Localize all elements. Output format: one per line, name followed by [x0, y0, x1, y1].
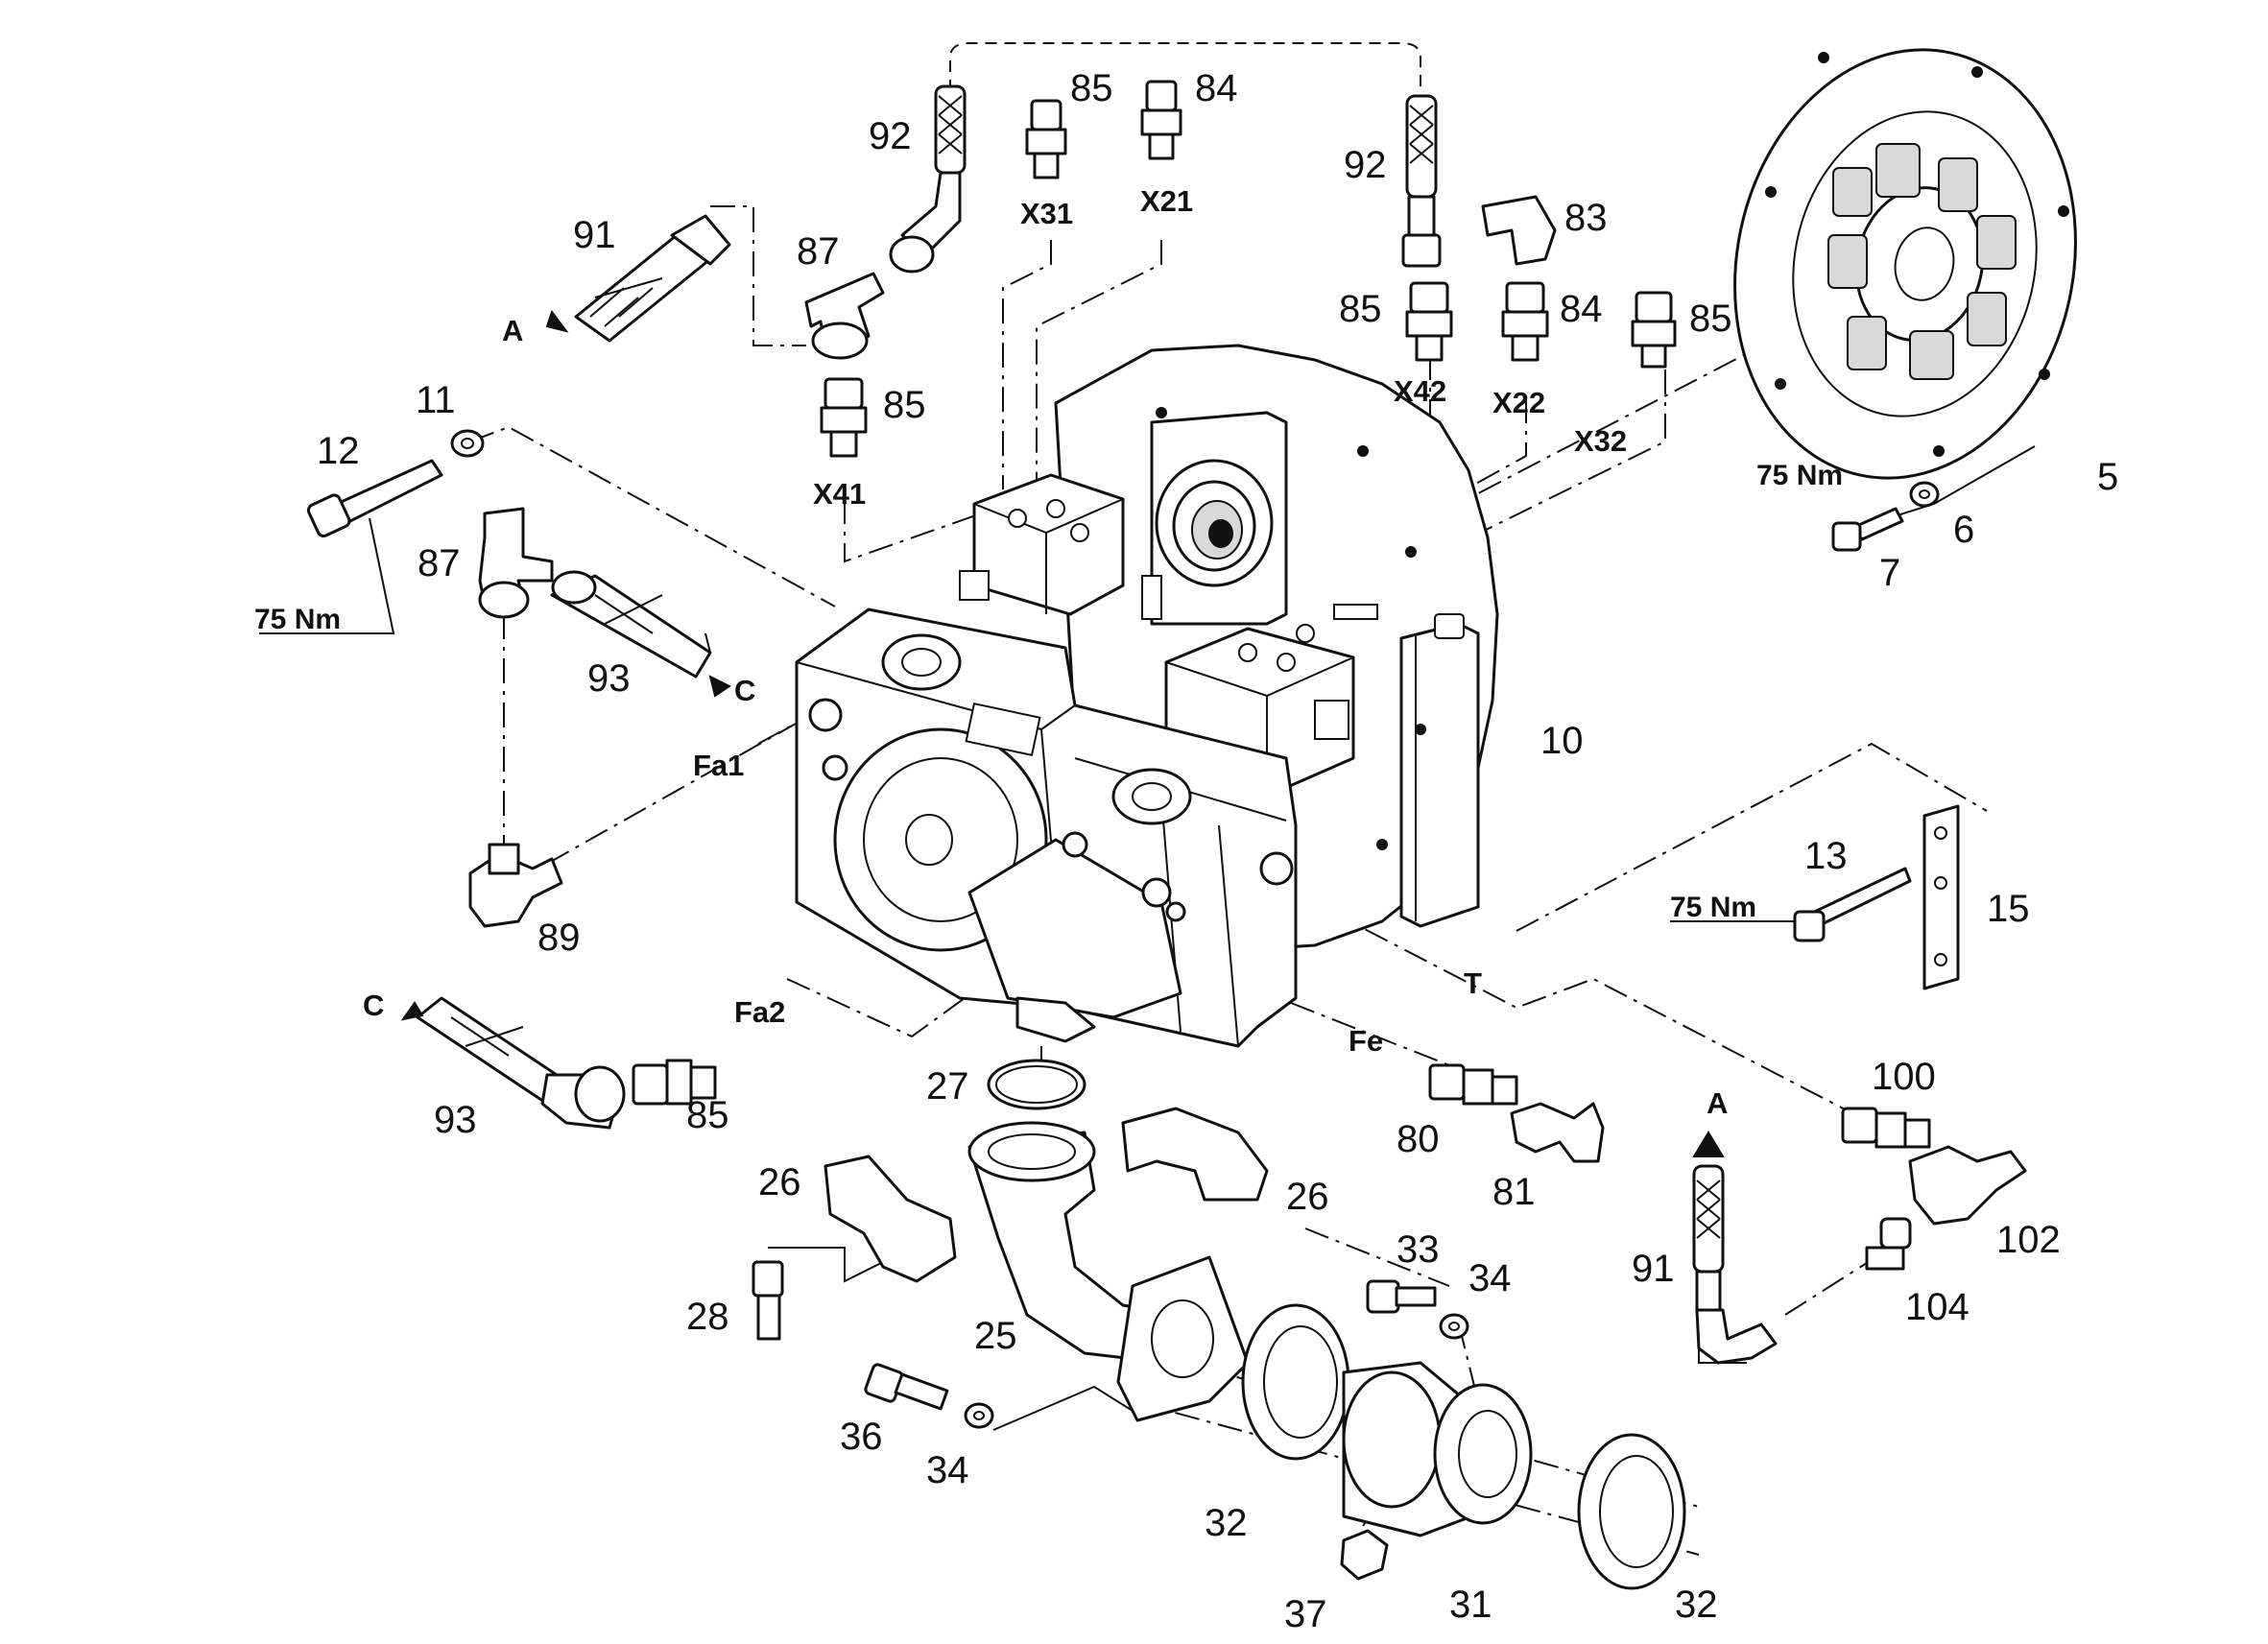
label-85-x42: 85 [1339, 288, 1382, 330]
label-85-bottom: 85 [686, 1094, 729, 1136]
conn-x41: X41 [813, 477, 866, 511]
conn-c-mid: C [734, 674, 755, 707]
label-25: 25 [974, 1315, 1017, 1357]
transmission-housing [795, 344, 1499, 1048]
label-32-right: 32 [1675, 1584, 1718, 1626]
connection-labels: X31 X21 X41 X42 X22 X32 Fa1 Fa2 Fe T A A… [363, 184, 1728, 1120]
conn-x31: X31 [1020, 197, 1073, 230]
label-87-left: 87 [418, 542, 461, 584]
label-26-right: 26 [1286, 1176, 1329, 1218]
label-32-left: 32 [1205, 1502, 1248, 1544]
conn-x21: X21 [1140, 184, 1193, 218]
label-89: 89 [537, 917, 581, 959]
conn-fe: Fe [1349, 1024, 1383, 1058]
label-27: 27 [926, 1065, 969, 1108]
conn-a-left: A [502, 314, 523, 347]
part-number-labels: 5 6 7 10 11 12 13 15 25 26 26 27 28 31 3… [317, 67, 2118, 1635]
label-85-x32: 85 [1689, 298, 1732, 340]
label-93-mid: 93 [587, 657, 631, 700]
conn-x32: X32 [1574, 424, 1627, 458]
label-34-right: 34 [1468, 1257, 1512, 1299]
torque-bolt-13: 75 Nm [1670, 892, 1756, 923]
label-13: 13 [1804, 835, 1848, 877]
label-92-right: 92 [1344, 144, 1387, 186]
label-28: 28 [686, 1296, 729, 1338]
label-10: 10 [1540, 720, 1584, 762]
label-5: 5 [2097, 456, 2118, 498]
label-84-mid: 84 [1560, 288, 1603, 330]
label-11: 11 [416, 379, 456, 421]
label-31: 31 [1449, 1584, 1492, 1626]
conn-a-right: A [1707, 1086, 1728, 1120]
label-87-top: 87 [797, 230, 840, 273]
label-34-left: 34 [926, 1449, 969, 1491]
label-33: 33 [1397, 1228, 1440, 1271]
label-37: 37 [1284, 1593, 1327, 1635]
label-102: 102 [1996, 1219, 2061, 1261]
label-91-top: 91 [573, 214, 616, 256]
label-7: 7 [1879, 552, 1900, 594]
label-93-bottom: 93 [434, 1099, 477, 1141]
label-36: 36 [840, 1416, 883, 1458]
torque-labels: 75 Nm 75 Nm 75 Nm [254, 460, 1843, 923]
conn-fa1: Fa1 [693, 749, 744, 782]
conn-fa2: Fa2 [734, 995, 785, 1029]
label-80: 80 [1397, 1118, 1440, 1160]
label-6: 6 [1953, 509, 1974, 551]
label-12: 12 [317, 430, 360, 472]
label-104: 104 [1905, 1286, 1970, 1328]
conn-x22: X22 [1492, 386, 1545, 419]
torque-bolt-12: 75 Nm [254, 604, 341, 635]
label-84-top: 84 [1195, 67, 1238, 109]
torque-bolt-7: 75 Nm [1756, 460, 1843, 491]
label-26-left: 26 [758, 1161, 801, 1203]
small-parts [306, 80, 2027, 1590]
label-81: 81 [1492, 1171, 1536, 1213]
conn-x42: X42 [1394, 374, 1446, 408]
label-100: 100 [1872, 1056, 1936, 1098]
label-85-top: 85 [1070, 67, 1113, 109]
label-83: 83 [1564, 197, 1608, 239]
label-15: 15 [1987, 888, 2030, 930]
conn-c-left: C [363, 989, 384, 1022]
drive-disc [1733, 48, 2077, 480]
conn-t: T [1464, 966, 1482, 1000]
label-91-bottom: 91 [1632, 1248, 1675, 1290]
label-92-left: 92 [869, 115, 912, 157]
label-85-x41: 85 [883, 384, 926, 426]
